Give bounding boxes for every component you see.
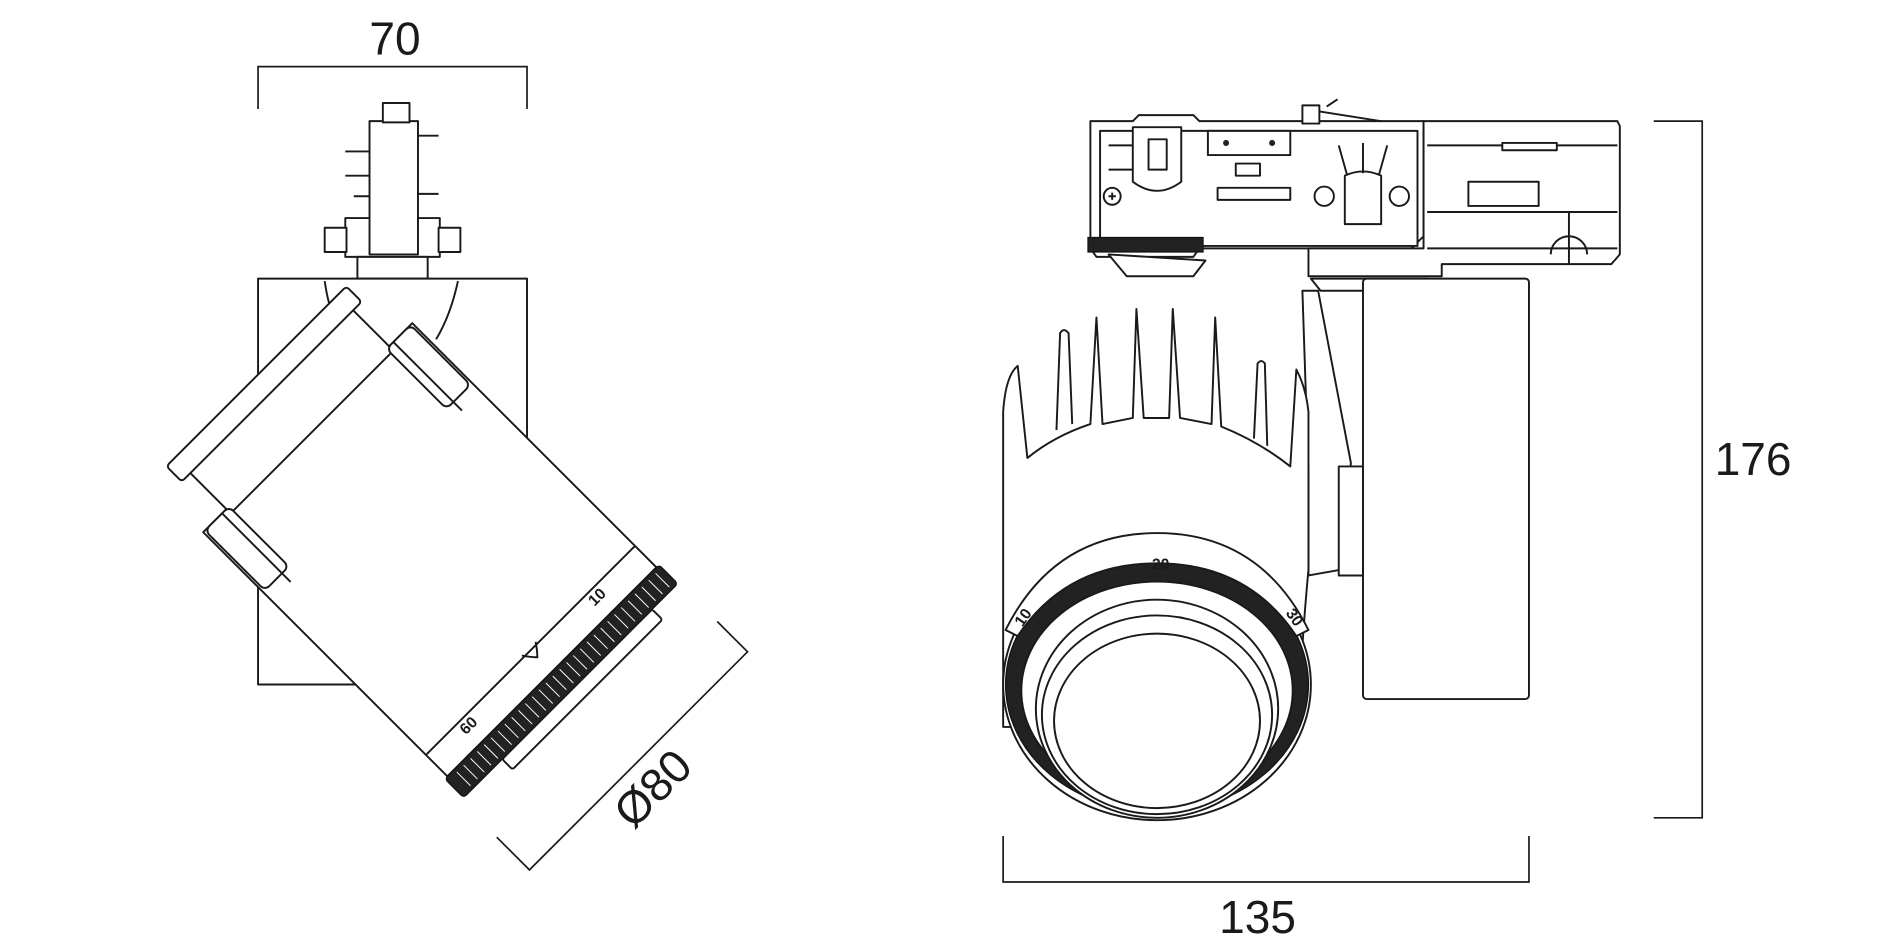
- dimension-width-label: 70: [369, 13, 420, 65]
- side-view: 20 10 30 176 135: [1002, 98, 1792, 943]
- dimension-length-label: 135: [1219, 891, 1296, 943]
- mounting-arm: [1301, 277, 1530, 701]
- scale-label-20: 20: [1152, 556, 1170, 573]
- lamp-body-side: 20 10 30: [1002, 307, 1312, 822]
- front-view: 70 10: [166, 13, 749, 872]
- dimension-length: 135: [1002, 835, 1530, 943]
- dimension-height: 176: [1653, 120, 1792, 819]
- dimension-diameter-label: Ø80: [603, 739, 701, 837]
- dimension-width: 70: [257, 13, 528, 110]
- track-adapter-side: [1087, 98, 1621, 292]
- dimension-height-label: 176: [1715, 433, 1792, 485]
- lamp-head-tilted: 10 60: [166, 286, 677, 797]
- track-adapter-front: [323, 102, 462, 280]
